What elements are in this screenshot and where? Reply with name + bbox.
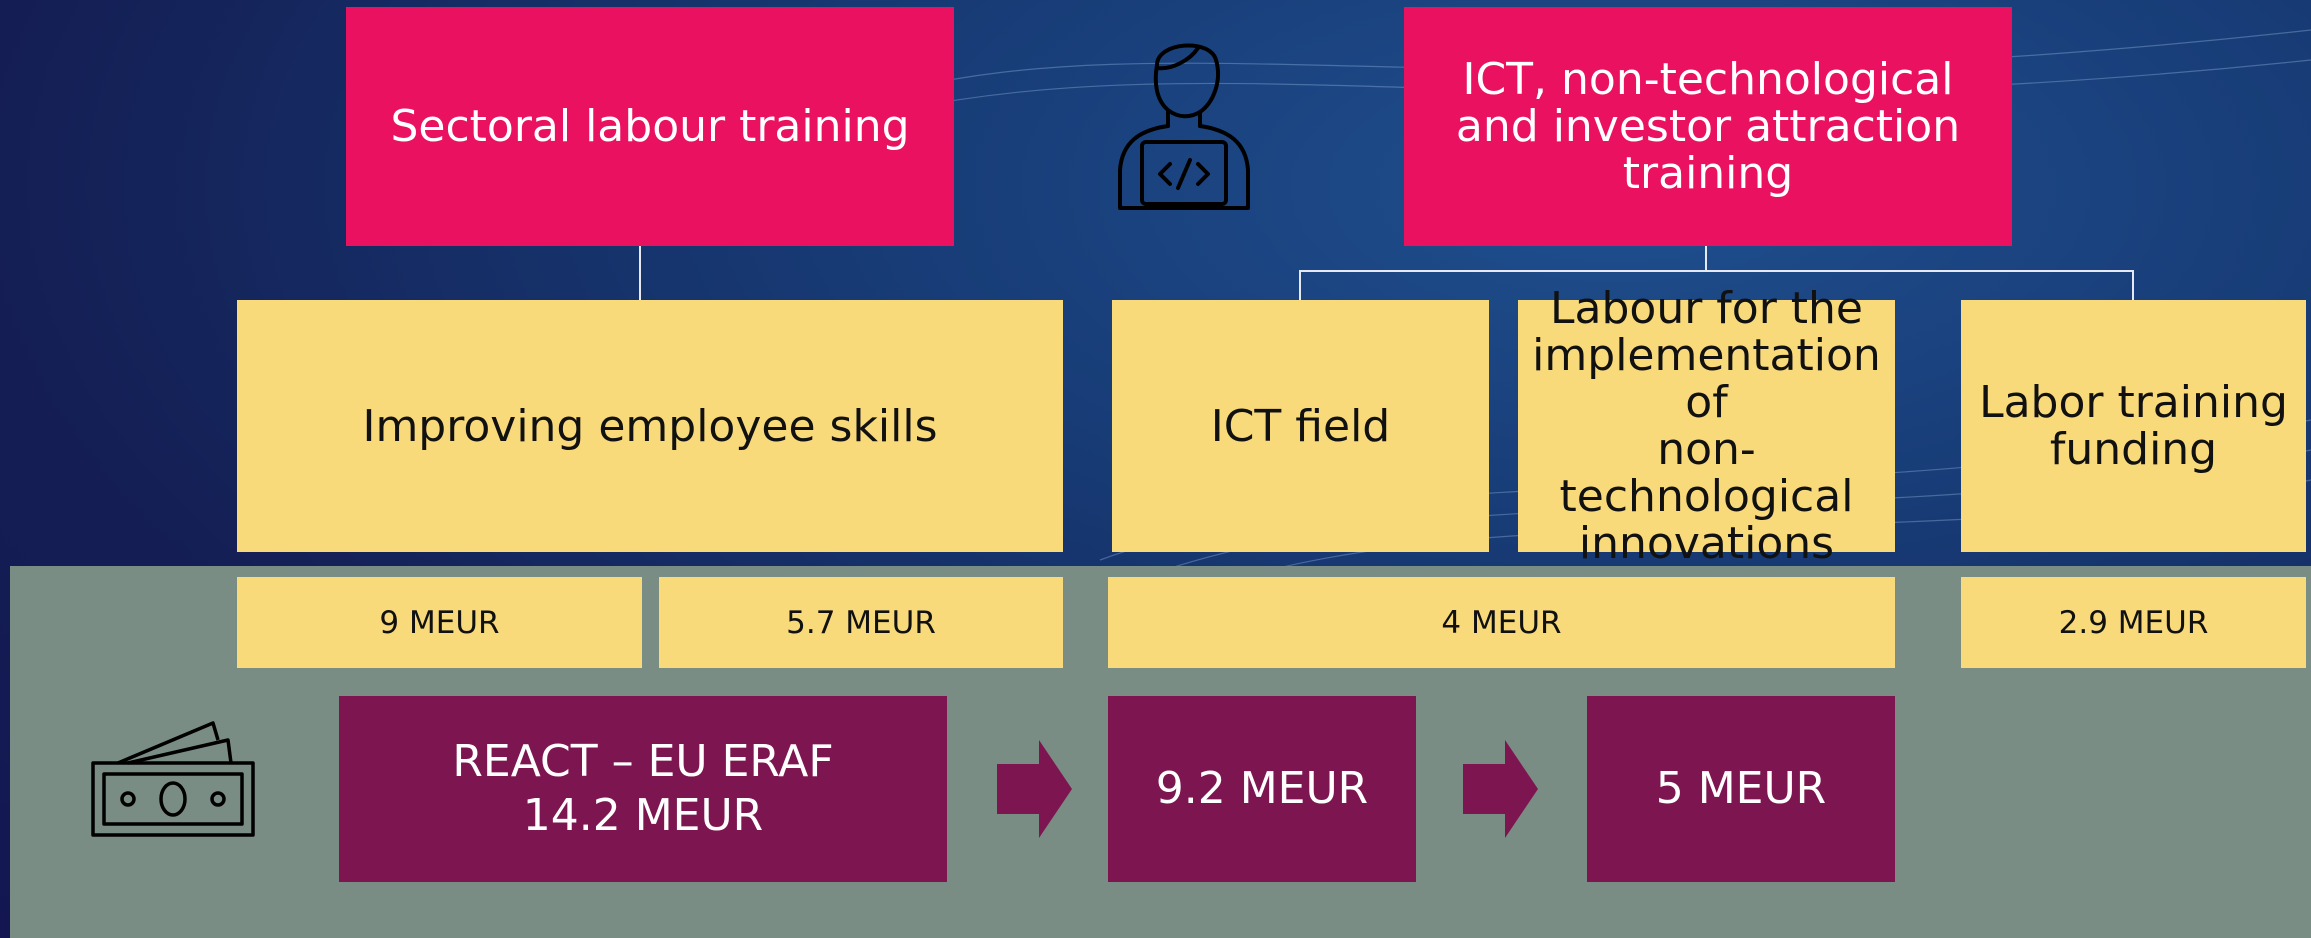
connector-right-b bbox=[2132, 270, 2134, 300]
money-bills-icon bbox=[91, 721, 255, 837]
amount-2-9-meur: 2.9 MEUR bbox=[1961, 577, 2306, 668]
amount-2-9-label: 2.9 MEUR bbox=[2058, 604, 2209, 641]
connector-right-a bbox=[1299, 270, 1301, 300]
connector-right-stem bbox=[1705, 246, 1707, 271]
sectoral-training-box: Sectoral labour training bbox=[346, 7, 954, 246]
improving-skills-label: Improving employee skills bbox=[362, 400, 938, 452]
react-eu-eraf-label: REACT – EU ERAF 14.2 MEUR bbox=[452, 736, 834, 841]
labor-funding-label: Labor training funding bbox=[1979, 377, 2288, 475]
connector-left bbox=[639, 246, 641, 300]
react-eu-eraf-box: REACT – EU ERAF 14.2 MEUR bbox=[339, 696, 947, 882]
amount-5-7-label: 5.7 MEUR bbox=[786, 604, 936, 641]
funding-5-label: 5 MEUR bbox=[1655, 763, 1827, 814]
arrow-right-icon bbox=[1463, 740, 1538, 838]
amount-9-meur: 9 MEUR bbox=[237, 577, 642, 668]
funding-9-2-box: 9.2 MEUR bbox=[1108, 696, 1416, 882]
sectoral-training-label: Sectoral labour training bbox=[390, 101, 910, 152]
ict-field-label: ICT field bbox=[1210, 400, 1391, 452]
ict-training-label: ICT, non-technological and investor attr… bbox=[1455, 54, 1961, 199]
arrow-right-icon bbox=[997, 740, 1072, 838]
ict-training-box: ICT, non-technological and investor attr… bbox=[1404, 7, 2012, 246]
amount-4-meur: 4 MEUR bbox=[1108, 577, 1895, 668]
labour-implementation-box: Labour for the implementation of non-tec… bbox=[1518, 285, 1895, 567]
ict-field-box: ICT field bbox=[1112, 300, 1489, 552]
labor-funding-box: Labor training funding bbox=[1961, 300, 2306, 552]
connector-right-bar bbox=[1299, 270, 2134, 272]
developer-laptop-icon bbox=[1118, 43, 1250, 210]
amount-4-label: 4 MEUR bbox=[1441, 604, 1562, 641]
labour-implementation-label: Labour for the implementation of non-tec… bbox=[1532, 283, 1881, 569]
amount-5-7-meur: 5.7 MEUR bbox=[659, 577, 1063, 668]
funding-5-box: 5 MEUR bbox=[1587, 696, 1895, 882]
funding-9-2-label: 9.2 MEUR bbox=[1155, 763, 1369, 814]
improving-skills-box: Improving employee skills bbox=[237, 300, 1063, 552]
amount-9-label: 9 MEUR bbox=[379, 604, 500, 641]
